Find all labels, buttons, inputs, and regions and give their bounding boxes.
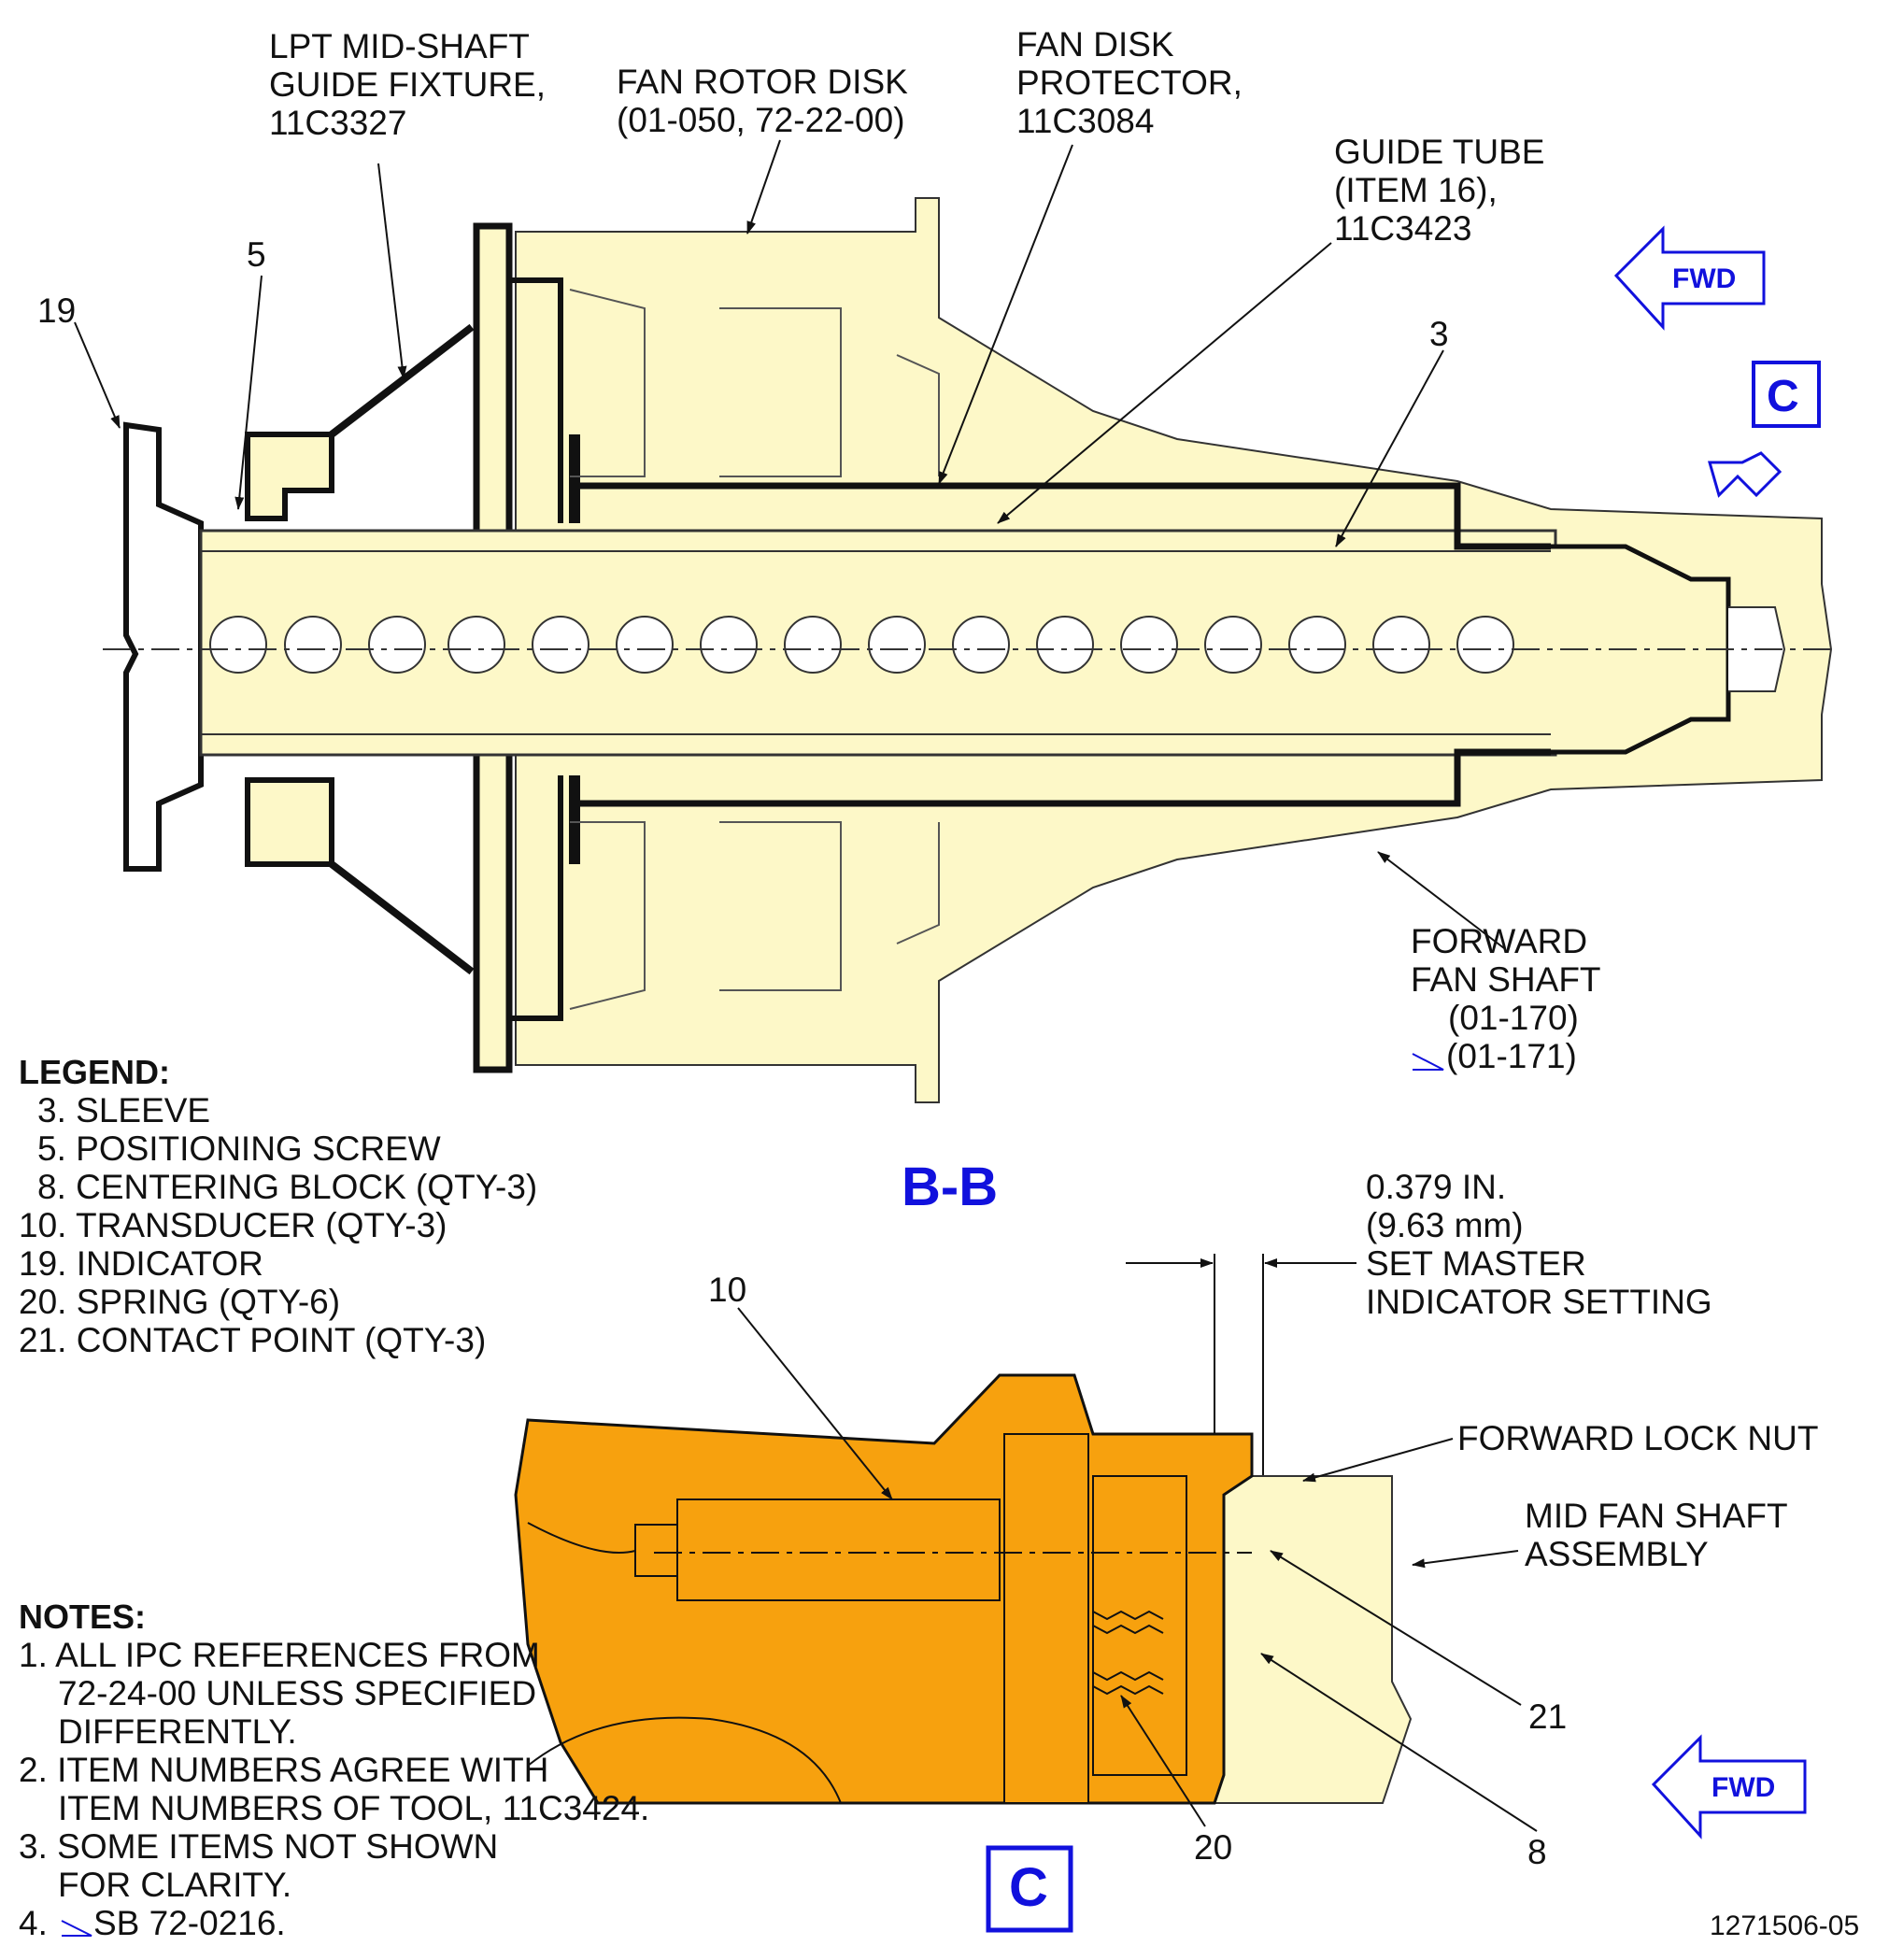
callout-fan-rotor-disk: FAN ROTOR DISK (01-050, 72-22-00): [617, 63, 908, 234]
forward-fan-shaft-line3: (01-170): [1448, 999, 1579, 1037]
item-20-label: 20: [1194, 1828, 1232, 1867]
section-label: B-B: [902, 1157, 998, 1217]
fan-disk-protector-line3: 11C3084: [1016, 102, 1154, 140]
legend-item: 21. CONTACT POINT (QTY-3): [19, 1321, 486, 1359]
view-c-label-bottom: C: [1009, 1857, 1048, 1918]
dimension-callout: 0.379 IN. (9.63 mm) SET MASTER INDICATOR…: [1126, 1168, 1712, 1532]
note-line: 3. SOME ITEMS NOT SHOWN: [19, 1827, 498, 1866]
callout-lpt-fixture: LPT MID-SHAFT GUIDE FIXTURE, 11C3327: [269, 27, 546, 379]
fwd-arrow-bottom: FWD: [1651, 1734, 1807, 1839]
detail-c: [514, 1373, 1413, 1805]
fan-rotor-disk-line2: (01-050, 72-22-00): [617, 101, 905, 139]
forward-lock-nut-label: FORWARD LOCK NUT: [1457, 1419, 1818, 1457]
callout-fan-disk-protector: FAN DISK PROTECTOR, 11C3084: [938, 25, 1243, 485]
guide-tube-holes: [209, 616, 1514, 674]
legend-item: 5. POSITIONING SCREW: [37, 1129, 441, 1168]
view-c-reference: C: [1708, 361, 1821, 498]
note-line: 2. ITEM NUMBERS AGREE WITH: [19, 1751, 548, 1789]
item-3-label: 3: [1429, 315, 1449, 353]
indicator: [123, 421, 204, 872]
fan-rotor-disk-line1: FAN ROTOR DISK: [617, 63, 908, 101]
notes-title: NOTES:: [19, 1598, 146, 1636]
fan-disk-protector: [575, 482, 1551, 807]
sb-marker-icon: [61, 1920, 92, 1937]
dimension-line1: 0.379 IN.: [1366, 1168, 1506, 1206]
note-line: SB 72-0216.: [93, 1904, 286, 1942]
lpt-fixture-line2: GUIDE FIXTURE,: [269, 65, 546, 104]
item-8-label: 8: [1527, 1833, 1547, 1871]
legend-title: LEGEND:: [19, 1053, 170, 1091]
fwd-label-bottom: FWD: [1711, 1772, 1775, 1803]
legend-item: 19. INDICATOR: [19, 1244, 263, 1283]
callout-forward-fan-shaft: FORWARD FAN SHAFT (01-170) (01-171): [1377, 851, 1601, 1075]
notes: NOTES: 1. ALL IPC REFERENCES FROM 72-24-…: [19, 1598, 649, 1942]
mid-fan-shaft-line1: MID FAN SHAFT: [1525, 1497, 1788, 1535]
legend-item: 20. SPRING (QTY-6): [19, 1283, 340, 1321]
forward-fan-shaft-line1: FORWARD: [1411, 922, 1587, 960]
fixture-hub: [245, 432, 334, 867]
dimension-line2: (9.63 mm): [1366, 1206, 1524, 1244]
fan-disk-protector-line2: PROTECTOR,: [1016, 64, 1243, 102]
legend: LEGEND: 3. SLEEVE 5. POSITIONING SCREW 8…: [19, 1053, 537, 1359]
transducer: [676, 1498, 1001, 1601]
springs: [1092, 1610, 1164, 1696]
item-21-label: 21: [1528, 1697, 1567, 1736]
guide-tube-line2: (ITEM 16),: [1334, 171, 1498, 209]
lpt-fixture-line3: 11C3327: [269, 104, 406, 142]
note-line: FOR CLARITY.: [58, 1866, 291, 1904]
dimension-line4: INDICATOR SETTING: [1366, 1283, 1712, 1321]
legend-item: 3. SLEEVE: [37, 1091, 210, 1129]
figure-id: 1271506-05: [1710, 1910, 1859, 1941]
fwd-label-top: FWD: [1672, 263, 1736, 294]
item-10-label: 10: [708, 1271, 746, 1309]
detail-c-label: C: [986, 1845, 1073, 1933]
guide-tube-line3: 11C3423: [1334, 209, 1471, 248]
fwd-arrow-top: FWD: [1613, 225, 1766, 331]
sb-marker-icon: [1412, 1053, 1444, 1071]
note-line: DIFFERENTLY.: [58, 1712, 297, 1751]
mid-fan-shaft: [1204, 1475, 1413, 1804]
note-line: 4.: [19, 1904, 48, 1942]
guide-tube-line1: GUIDE TUBE: [1334, 133, 1544, 171]
dimension-line3: SET MASTER: [1366, 1244, 1586, 1283]
legend-item: 8. CENTERING BLOCK (QTY-3): [37, 1168, 537, 1206]
note-line: 72-24-00 UNLESS SPECIFIED: [58, 1674, 536, 1712]
lpt-fixture-line1: LPT MID-SHAFT: [269, 27, 530, 65]
item-5-label: 5: [247, 235, 266, 274]
note-line: ITEM NUMBERS OF TOOL, 11C3424.: [58, 1789, 649, 1827]
note-line: 1. ALL IPC REFERENCES FROM: [19, 1636, 540, 1674]
item-19-label: 19: [37, 291, 76, 330]
callout-guide-tube: GUIDE TUBE (ITEM 16), 11C3423: [997, 133, 1544, 524]
forward-fan-shaft-line2: FAN SHAFT: [1411, 960, 1601, 999]
mid-fan-shaft-line2: ASSEMBLY: [1525, 1535, 1709, 1573]
fan-rotor-assembly: [103, 197, 1833, 1103]
legend-item: 10. TRANSDUCER (QTY-3): [19, 1206, 447, 1244]
view-c-label-top: C: [1767, 372, 1799, 421]
forward-fan-shaft-line4: (01-171): [1446, 1037, 1577, 1075]
fan-disk-protector-line1: FAN DISK: [1016, 25, 1174, 64]
